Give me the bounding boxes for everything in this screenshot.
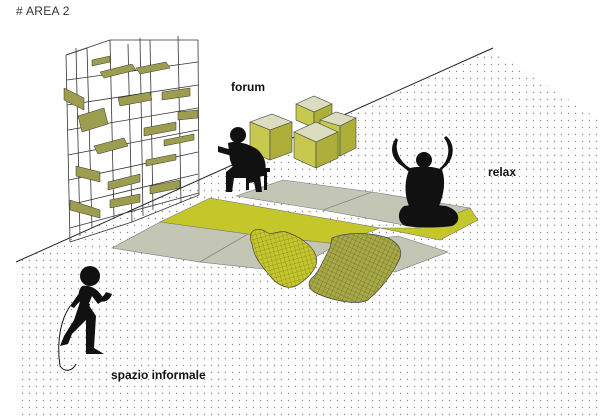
beanbag-left-mesh [250, 229, 317, 288]
shelf-panels [63, 55, 199, 219]
reading-person-silhouette [218, 127, 270, 192]
jump-rope [58, 305, 77, 371]
beanbag-right-mesh [309, 233, 401, 303]
label-spazio-informale: spazio informale [111, 368, 206, 382]
area-title: # AREA 2 [16, 4, 70, 18]
cube-stools [249, 95, 357, 169]
child-silhouette [60, 266, 112, 354]
relax-person-silhouette [392, 136, 459, 228]
label-relax: relax [488, 165, 517, 179]
label-forum: forum [231, 80, 265, 94]
